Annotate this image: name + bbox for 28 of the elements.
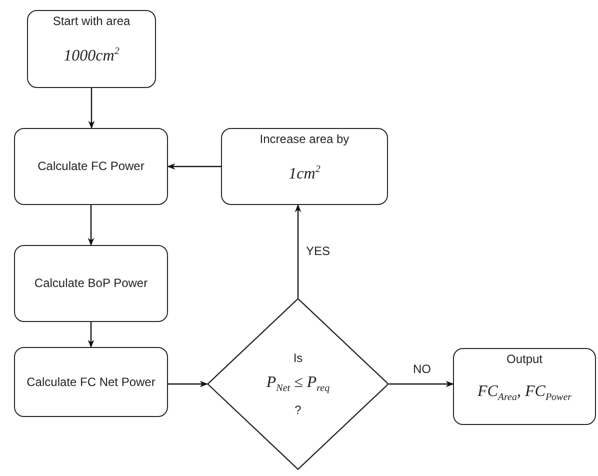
formula-text: 1cm$^{2}$ xyxy=(288,164,322,184)
decision-diamond xyxy=(207,298,389,470)
node-text: Calculate FC Power xyxy=(36,159,146,174)
edge-label: YES xyxy=(304,244,332,258)
node-text: Calculate BoP Power xyxy=(33,276,149,291)
node-text: Is xyxy=(292,350,304,365)
process-box xyxy=(14,128,168,205)
arrow xyxy=(88,88,95,129)
node-text: ? xyxy=(294,403,302,418)
arrow xyxy=(168,380,208,388)
arrow xyxy=(88,205,94,246)
formula-text: P$_{Net}$ ≤ P$_{req}$ xyxy=(265,372,331,396)
formula-text: 1000cm$^{2}$ xyxy=(62,46,120,66)
process-box xyxy=(27,10,156,88)
node-text: Output xyxy=(505,352,544,366)
node-text: Calculate FC Net Power xyxy=(26,374,156,390)
process-box xyxy=(14,245,168,322)
node-text: Increase area by xyxy=(258,132,350,146)
formula-text: FC$_{Area}$, FC$_{Power}$ xyxy=(476,382,573,405)
process-box xyxy=(14,347,168,417)
arrow xyxy=(389,380,454,388)
edge-label: NO xyxy=(411,362,433,376)
process-box xyxy=(453,348,596,425)
arrow xyxy=(167,163,221,170)
arrow xyxy=(294,204,302,298)
arrow xyxy=(88,322,94,348)
process-box xyxy=(221,128,388,205)
node-text: Start with area xyxy=(52,14,132,28)
